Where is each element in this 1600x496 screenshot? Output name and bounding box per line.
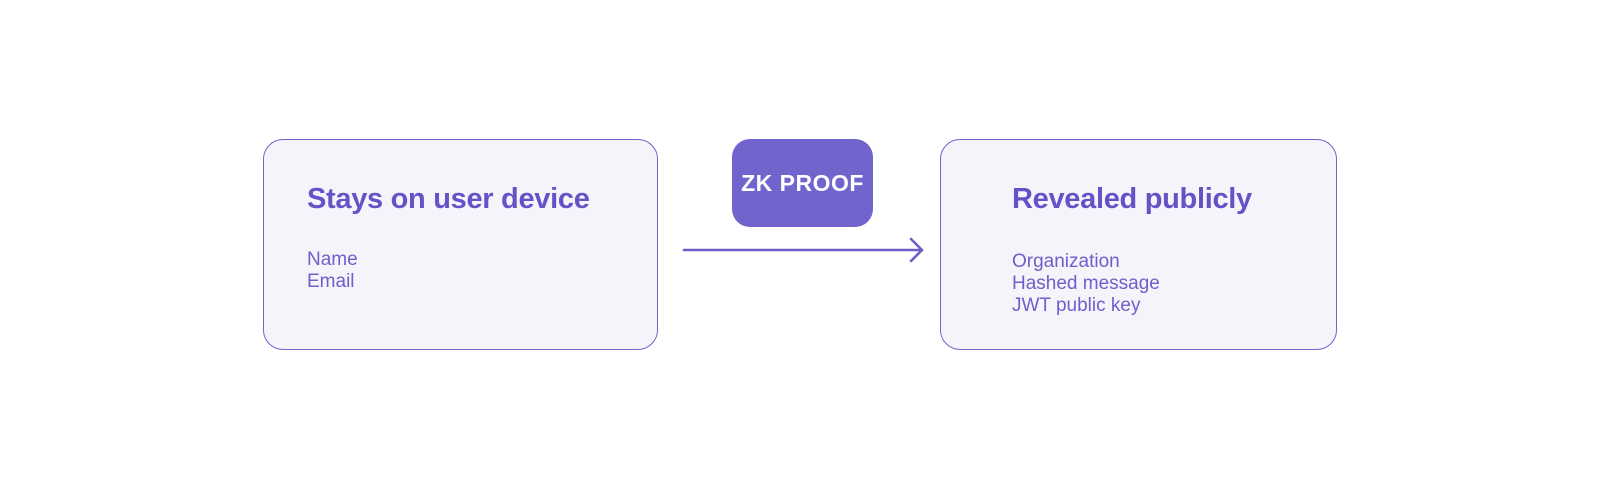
private-box-title: Stays on user device — [307, 183, 590, 215]
arrow-right-icon — [682, 237, 924, 263]
zk-proof-badge-label: ZK PROOF — [741, 169, 864, 196]
public-box-title: Revealed publicly — [1012, 183, 1252, 215]
list-item: Organization — [1012, 251, 1120, 272]
list-item: Email — [307, 271, 355, 292]
list-item: Name — [307, 249, 358, 270]
private-data-box: Stays on user device Name Email — [263, 139, 658, 350]
public-data-box: Revealed publicly Organization Hashed me… — [940, 139, 1337, 350]
list-item: Hashed message — [1012, 273, 1160, 294]
public-box-list: Organization Hashed message JWT public k… — [1012, 251, 1316, 317]
list-item: JWT public key — [1012, 295, 1141, 316]
private-box-list: Name Email — [307, 249, 637, 293]
zk-proof-badge: ZK PROOF — [732, 139, 873, 227]
